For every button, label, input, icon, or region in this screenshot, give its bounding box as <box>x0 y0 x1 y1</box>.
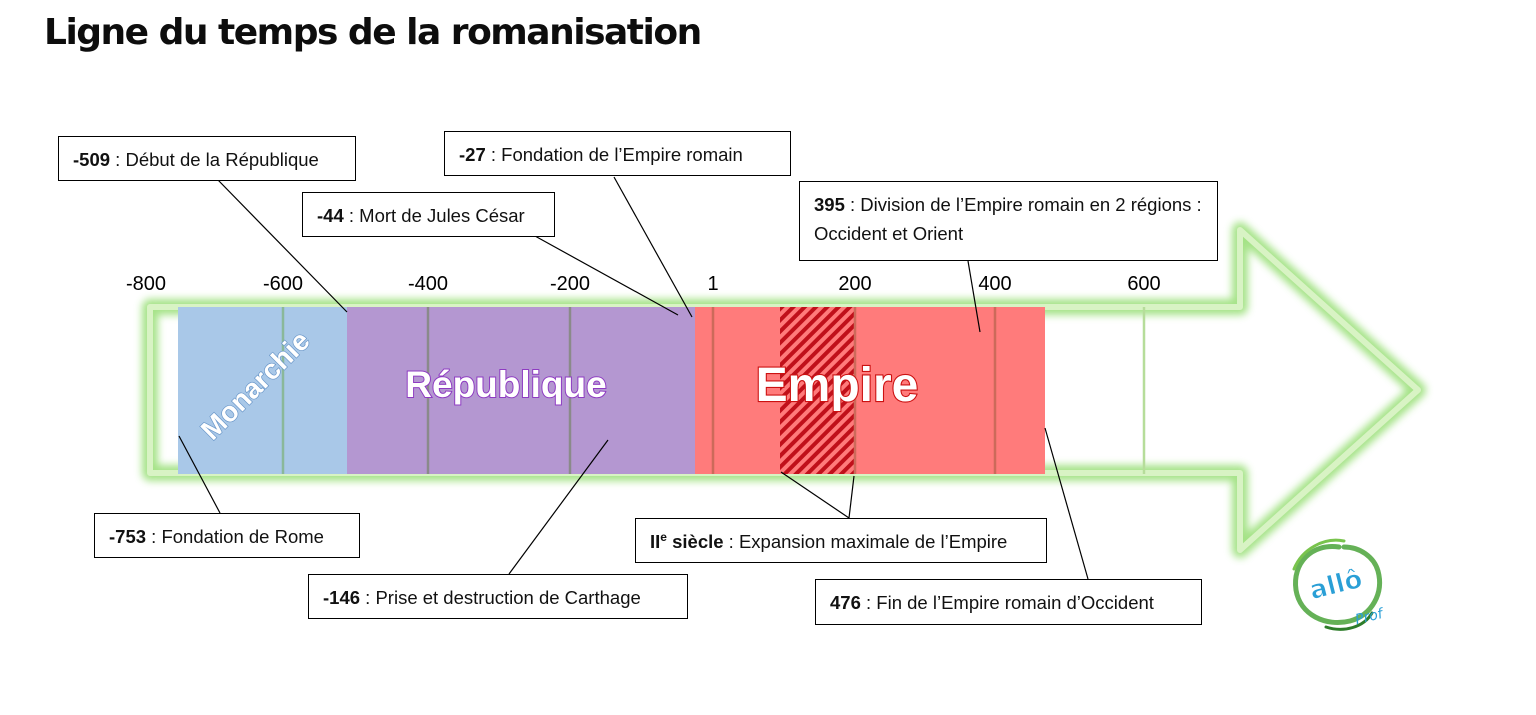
era-band-republique <box>347 307 695 474</box>
event-year: 476 <box>830 592 861 613</box>
timeline-ticks: -800 -600 -400 -200 1 200 400 600 <box>126 273 1161 295</box>
event-year: -146 <box>323 587 361 608</box>
event-box-44: -44 : Mort de Jules César <box>302 192 555 237</box>
page-title: Ligne du temps de la romanisation <box>44 12 702 53</box>
logo-text: allô <box>1307 564 1366 606</box>
event-box-395: 395 : Division de l’Empire romain en 2 r… <box>799 181 1218 261</box>
tick-label-600: 600 <box>1127 273 1160 295</box>
event-box-146: -146 : Prise et destruction de Carthage <box>308 574 688 619</box>
event-year: -44 <box>317 205 344 226</box>
event-year: -509 <box>73 149 111 170</box>
era-label-republique: République <box>405 364 606 405</box>
event-text: Fondation de Rome <box>161 526 324 547</box>
era-label-empire: Empire <box>756 359 919 412</box>
tick-label-1: 1 <box>707 273 718 295</box>
connector-476 <box>1044 427 1089 580</box>
event-year: IIe siècle <box>650 529 724 552</box>
connector-44 <box>534 235 679 316</box>
event-year: 395 <box>814 194 845 215</box>
event-box-753: -753 : Fondation de Rome <box>94 513 360 558</box>
tick-label--800: -800 <box>126 273 166 295</box>
tick-label-400: 400 <box>978 273 1011 295</box>
event-text: Début de la République <box>125 149 319 170</box>
era-band-monarchie <box>178 307 347 474</box>
tick-label--600: -600 <box>263 273 303 295</box>
tick-label-200: 200 <box>838 273 871 295</box>
logo-subtext: Prof <box>1354 606 1387 629</box>
event-box-509: -509 : Début de la République <box>58 136 356 181</box>
expansion-hatch <box>780 307 855 474</box>
allo-prof-logo: allô Prof <box>1292 538 1387 631</box>
connector-2s-b <box>848 475 855 519</box>
connector-27 <box>613 176 693 318</box>
event-text: Division de l’Empire romain en 2 régions… <box>814 194 1202 244</box>
event-year: -753 <box>109 526 147 547</box>
event-text: Prise et destruction de Carthage <box>375 587 641 608</box>
event-text: Fin de l’Empire romain d’Occident <box>876 592 1154 613</box>
event-box-2e-siecle: IIe siècle : Expansion maximale de l’Emp… <box>635 518 1047 563</box>
event-text: Mort de Jules César <box>359 205 525 226</box>
event-year: -27 <box>459 144 486 165</box>
timeline-grid <box>281 307 1146 474</box>
event-text: Expansion maximale de l’Empire <box>738 531 1008 552</box>
connector-753 <box>178 435 221 514</box>
connector-509 <box>217 179 348 313</box>
event-box-476: 476 : Fin de l’Empire romain d’Occident <box>815 579 1202 625</box>
event-text: Fondation de l’Empire romain <box>501 144 743 165</box>
connector-2s-a <box>780 471 850 519</box>
tick-label--200: -200 <box>550 273 590 295</box>
connector-146 <box>508 439 609 575</box>
event-box-27: -27 : Fondation de l’Empire romain <box>444 131 791 176</box>
era-band-empire <box>695 307 1045 474</box>
tick-label--400: -400 <box>408 273 448 295</box>
connector-395 <box>967 260 981 333</box>
connector-lines <box>178 176 1089 580</box>
